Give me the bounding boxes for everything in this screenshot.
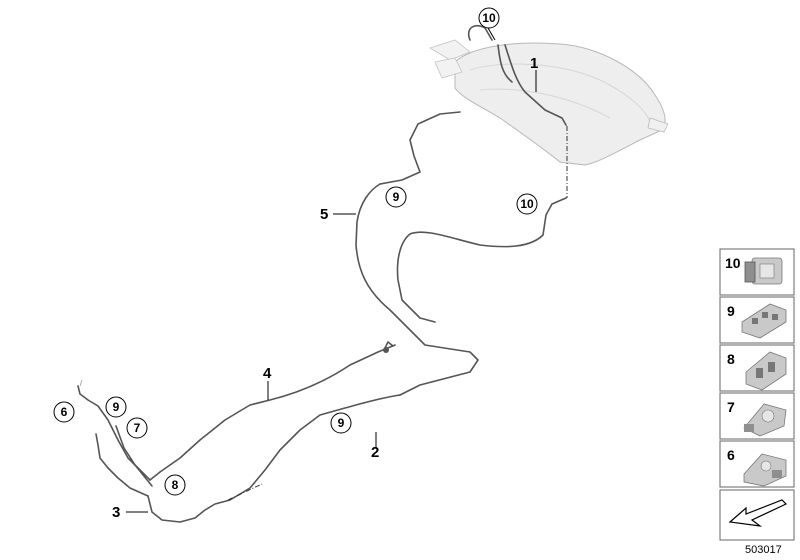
diagram-id: 503017 <box>745 544 782 556</box>
svg-text:10: 10 <box>520 197 534 211</box>
fuel-tank <box>429 39 669 166</box>
svg-text:7: 7 <box>134 421 141 435</box>
view-arrow-icon <box>728 499 788 527</box>
svg-text:9: 9 <box>727 303 735 319</box>
callout-part-2: 2 <box>371 444 379 461</box>
svg-text:8: 8 <box>727 351 735 367</box>
circled-callout-6: 6 <box>53 401 75 423</box>
svg-text:8: 8 <box>172 478 179 492</box>
callout-part-1: 1 <box>530 55 538 72</box>
svg-text:9: 9 <box>393 190 400 204</box>
leader-lines <box>126 27 537 513</box>
svg-text:10: 10 <box>482 11 496 25</box>
circled-callout-9-lower: 9 <box>330 412 352 434</box>
svg-text:9: 9 <box>338 416 345 430</box>
clip-8-icon <box>745 351 787 391</box>
legend-view-arrow <box>719 489 795 541</box>
svg-text:7: 7 <box>727 399 735 415</box>
clip-10-icon <box>744 257 783 285</box>
circled-callout-10-mid: 10 <box>516 193 538 215</box>
clip-7-icon <box>743 403 787 437</box>
circled-callout-8: 8 <box>164 474 186 496</box>
svg-text:10: 10 <box>725 255 741 271</box>
legend-item-6: 6 <box>719 440 795 488</box>
fuel-line-3 <box>77 379 153 497</box>
callout-part-3: 3 <box>112 504 120 521</box>
fuel-line-5 <box>355 183 479 396</box>
circled-callout-10-top: 10 <box>478 7 500 29</box>
legend-item-9: 9 <box>719 296 795 344</box>
legend-panel: 10 9 8 <box>719 248 795 541</box>
circled-callout-9-upper: 9 <box>385 186 407 208</box>
callout-part-4: 4 <box>263 365 272 382</box>
tank-lines <box>379 24 567 185</box>
callout-part-5: 5 <box>320 206 328 223</box>
fuel-line-upper-right <box>396 197 567 323</box>
circled-callout-7: 7 <box>126 417 148 439</box>
clip-9-icon <box>741 303 787 339</box>
legend-item-7: 7 <box>719 392 795 440</box>
fuel-line-2 <box>147 394 401 523</box>
svg-text:9: 9 <box>113 400 120 414</box>
clip-6-icon <box>743 453 787 487</box>
svg-text:6: 6 <box>61 405 68 419</box>
legend-item-10: 10 <box>719 248 795 296</box>
legend-item-8: 8 <box>719 344 795 392</box>
fuel-line-4 <box>149 341 396 481</box>
svg-text:6: 6 <box>727 447 735 463</box>
circled-callout-9-left: 9 <box>105 396 127 418</box>
